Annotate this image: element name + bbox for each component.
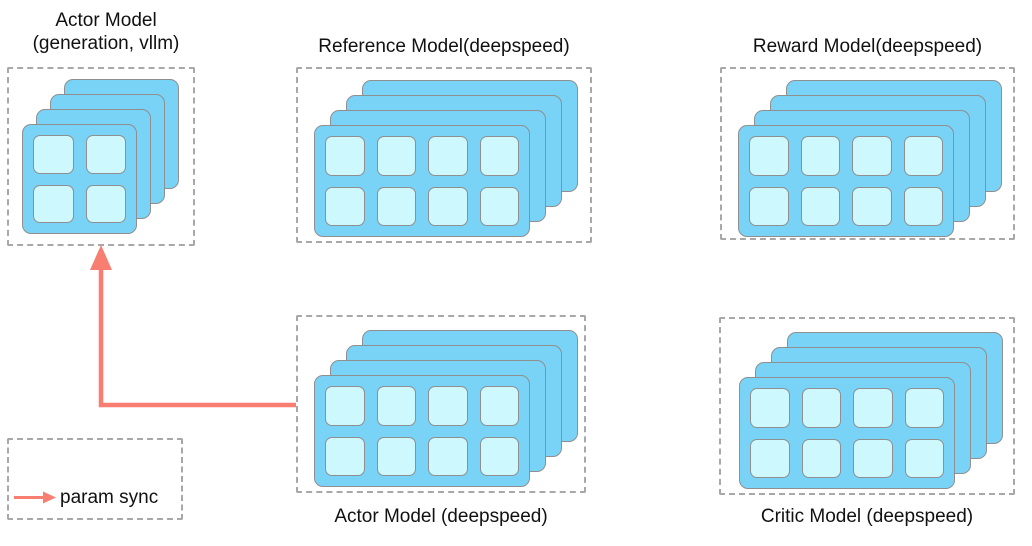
gpu-cell (750, 388, 790, 428)
critic-model-box (719, 317, 1015, 495)
gpu-cell (428, 436, 468, 476)
param-sync-arrow-line (98, 250, 296, 408)
gpu-cell (749, 186, 789, 226)
reward-model-box (720, 67, 1015, 240)
gpu-cell (33, 184, 74, 223)
gpu-cell (904, 438, 944, 478)
legend-box (7, 438, 183, 520)
gpu-cell (801, 438, 841, 478)
gpu-grid (23, 125, 136, 233)
gpu-cell (325, 386, 365, 426)
gpu-cell (33, 135, 74, 174)
gpu-cell (85, 184, 126, 223)
gpu-cell (428, 386, 468, 426)
reward-gpu-stack (722, 69, 1013, 238)
actor-deepspeed-title: Actor Model (deepspeed) (334, 506, 548, 527)
gpu-cell (325, 436, 365, 476)
gpu-cell (903, 136, 943, 176)
param-sync-arrow-head-icon (90, 245, 112, 270)
gpu-cell (801, 388, 841, 428)
gpu-cell (853, 388, 893, 428)
gpu-cell (852, 136, 892, 176)
reference-model-title: Reference Model(deepspeed) (318, 36, 570, 57)
gpu-cell (325, 186, 365, 226)
gpu-cell (479, 436, 519, 476)
critic-gpu-stack (721, 319, 1013, 493)
actor-vllm-title-line1: Actor Model (55, 10, 157, 31)
gpu-cell (750, 438, 790, 478)
gpu-grid (739, 126, 953, 236)
gpu-cell (904, 388, 944, 428)
gpu-cell (376, 386, 416, 426)
gpu-cell (852, 186, 892, 226)
actor-deepspeed-gpu-stack (298, 317, 584, 491)
gpu-cell (325, 136, 365, 176)
reference-gpu-stack (298, 69, 590, 241)
gpu-cell (376, 136, 416, 176)
actor-vllm-title: Actor Model (generation, vllm) (6, 9, 206, 55)
gpu-cell (428, 186, 468, 226)
gpu-card-front (739, 377, 955, 489)
gpu-cell (376, 186, 416, 226)
actor-vllm-gpu-stack (9, 69, 193, 244)
gpu-cell (479, 386, 519, 426)
gpu-cell (800, 186, 840, 226)
gpu-cell (376, 436, 416, 476)
gpu-cell (800, 136, 840, 176)
critic-model-title: Critic Model (deepspeed) (760, 506, 974, 527)
gpu-card-front (314, 375, 530, 487)
actor-deepspeed-box (296, 315, 586, 493)
gpu-cell (479, 186, 519, 226)
gpu-grid (315, 376, 529, 486)
gpu-cell (85, 135, 126, 174)
reward-model-title: Reward Model(deepspeed) (752, 36, 983, 57)
gpu-cell (479, 136, 519, 176)
gpu-cell (428, 136, 468, 176)
gpu-cell (903, 186, 943, 226)
gpu-card-front (738, 125, 954, 237)
gpu-cell (749, 136, 789, 176)
gpu-card-front (314, 125, 530, 237)
actor-vllm-title-line2: (generation, vllm) (32, 33, 180, 54)
gpu-grid (315, 126, 529, 236)
actor-vllm-box (7, 67, 195, 246)
reference-model-box (296, 67, 592, 243)
gpu-grid (740, 378, 954, 488)
gpu-card-front (22, 124, 137, 234)
legend-param-sync-label: param sync (60, 487, 159, 508)
gpu-cell (853, 438, 893, 478)
